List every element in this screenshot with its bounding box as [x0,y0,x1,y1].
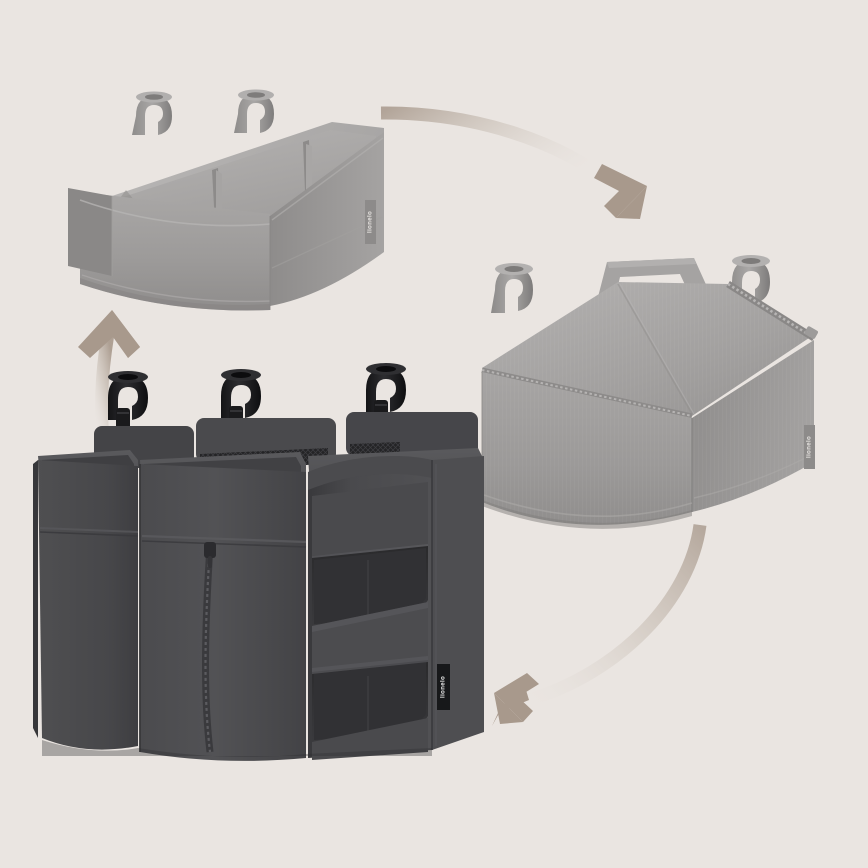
hook-icon [132,91,172,135]
side-pocket-upper [312,482,428,672]
brand-tag: lionelo [365,200,376,244]
compartment-left [33,450,139,750]
brand-tag-text: lionelo [806,435,813,459]
hook-icon [234,89,274,133]
hook-icon [108,371,148,430]
brand-tag: lionelo [804,425,815,469]
product-folded-bag-light: lionelo [470,240,860,540]
brand-tag-text: lionelo [440,675,447,699]
brand-tag-text: lionelo [367,210,374,234]
hook-icon [491,263,533,313]
zipper[interactable] [202,542,216,753]
carry-handle[interactable] [590,258,723,328]
hook-icon [221,369,261,428]
compartment-middle [139,452,307,761]
flow-arrow-to-dark-organizer [492,524,707,726]
product-open-organizer-dark: lionelo [28,360,498,761]
brand-tag: lionelo [437,664,450,710]
product-open-organizer-light: lionelo [40,70,440,320]
zipper[interactable] [726,281,819,341]
side-pocket-lower [312,656,428,760]
compartment-right [308,448,484,760]
